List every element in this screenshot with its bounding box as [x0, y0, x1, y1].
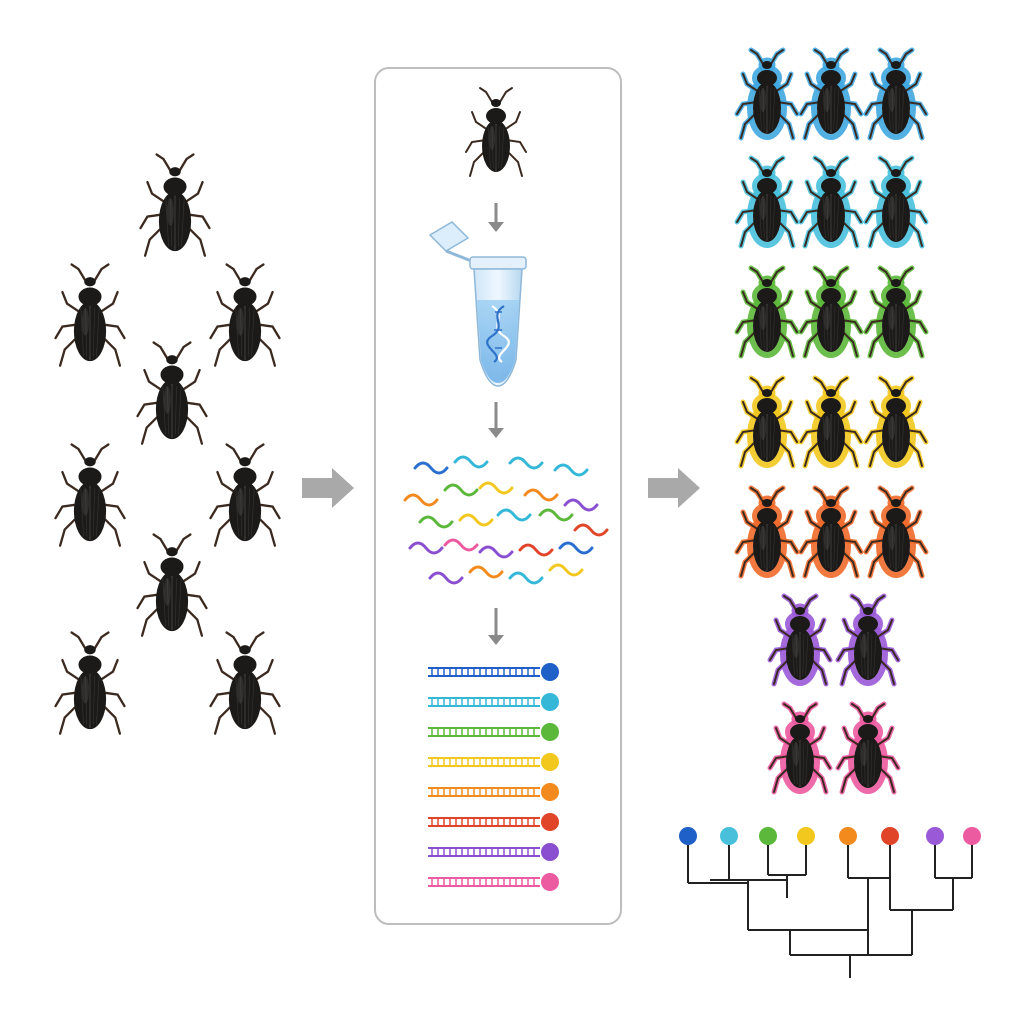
beetle-cluster	[767, 593, 901, 687]
beetle-icon	[209, 443, 281, 547]
beetle-icon	[465, 87, 527, 177]
tree-tip-node	[881, 827, 899, 845]
dna-fragment	[418, 515, 454, 529]
beetle-icon	[863, 265, 929, 359]
dna-fragment	[458, 513, 494, 527]
dna-fragment	[573, 523, 609, 537]
dna-helix-icon	[486, 305, 510, 363]
beetle-icon	[767, 701, 833, 795]
dna-fragment	[508, 571, 544, 585]
dna-fragment	[453, 455, 489, 469]
dna-fragment	[518, 543, 554, 557]
beetle-icon	[798, 375, 864, 469]
beetle-icon	[798, 265, 864, 359]
dna-fragment	[478, 481, 514, 495]
dna-fragment	[553, 463, 589, 477]
workflow-panel	[374, 67, 622, 925]
tree-tip-node	[926, 827, 944, 845]
beetle-icon	[54, 443, 126, 547]
dna-barcode-icon	[428, 663, 559, 681]
beetle-icon	[835, 593, 901, 687]
dna-fragment	[508, 456, 544, 470]
sorted-specimen-clusters	[734, 47, 929, 795]
dna-barcode-icon	[428, 843, 559, 861]
beetle-icon	[863, 47, 929, 141]
dna-fragment	[468, 565, 504, 579]
tree-tip-node	[797, 827, 815, 845]
beetle-icon	[863, 375, 929, 469]
beetle-icon	[209, 263, 281, 367]
dna-barcode-icon	[428, 753, 559, 771]
tree-tip-node	[839, 827, 857, 845]
beetle-icon	[798, 47, 864, 141]
beetle-icon	[798, 155, 864, 249]
beetle-icon	[139, 153, 211, 257]
beetle-icon	[734, 47, 800, 141]
beetle-icon	[136, 533, 208, 637]
down-arrow-icon	[488, 203, 504, 232]
dna-barcode-icon	[428, 873, 559, 891]
dna-fragments-icon	[403, 455, 609, 585]
beetle-icon	[767, 593, 833, 687]
dna-barcode-icon	[428, 723, 559, 741]
beetle-cluster	[767, 701, 901, 795]
right-arrow-icon	[302, 468, 354, 508]
dna-fragment	[428, 571, 464, 585]
dna-barcode-icon	[428, 783, 559, 801]
beetle-icon	[734, 485, 800, 579]
beetle-cluster	[734, 375, 929, 469]
dna-barcode-list	[428, 663, 559, 891]
beetle-icon	[863, 155, 929, 249]
beetle-cluster	[734, 485, 929, 579]
dna-fragment	[558, 541, 594, 555]
dna-fragment	[413, 461, 449, 475]
workflow-step-arrows	[488, 203, 504, 645]
beetle-icon	[835, 701, 901, 795]
beetle-icon	[734, 375, 800, 469]
beetle-icon	[734, 265, 800, 359]
beetle-icon	[209, 631, 281, 735]
right-arrow-icon	[648, 468, 700, 508]
beetle-cluster	[734, 47, 929, 141]
microcentrifuge-tube-icon	[428, 221, 527, 387]
tree-tip-node	[963, 827, 981, 845]
dna-fragment	[443, 538, 479, 552]
dna-barcode-icon	[428, 693, 559, 711]
beetle-icon	[465, 87, 527, 177]
beetle-icon	[734, 155, 800, 249]
beetle-icon	[136, 341, 208, 445]
phylogenetic-tree	[679, 827, 981, 978]
beetle-icon	[54, 263, 126, 367]
dna-fragment	[563, 498, 599, 512]
dna-fragment	[403, 493, 439, 507]
tree-tip-node	[759, 827, 777, 845]
dna-fragment	[538, 508, 574, 522]
down-arrow-icon	[488, 402, 504, 438]
dna-fragment	[523, 488, 559, 502]
dna-fragment	[548, 563, 584, 577]
beetle-cluster	[734, 265, 929, 359]
down-arrow-icon	[488, 608, 504, 645]
tree-tip-node	[720, 827, 738, 845]
beetle-cluster	[734, 155, 929, 249]
dna-barcode-icon	[428, 813, 559, 831]
beetle-icon	[54, 631, 126, 735]
dna-fragment	[443, 483, 479, 497]
dna-fragment	[478, 545, 514, 559]
beetle-icon	[863, 485, 929, 579]
dna-fragment	[496, 508, 532, 522]
tree-tip-node	[679, 827, 697, 845]
beetle-icon	[798, 485, 864, 579]
dna-fragment	[408, 541, 444, 555]
unsorted-specimen-group	[54, 153, 281, 735]
